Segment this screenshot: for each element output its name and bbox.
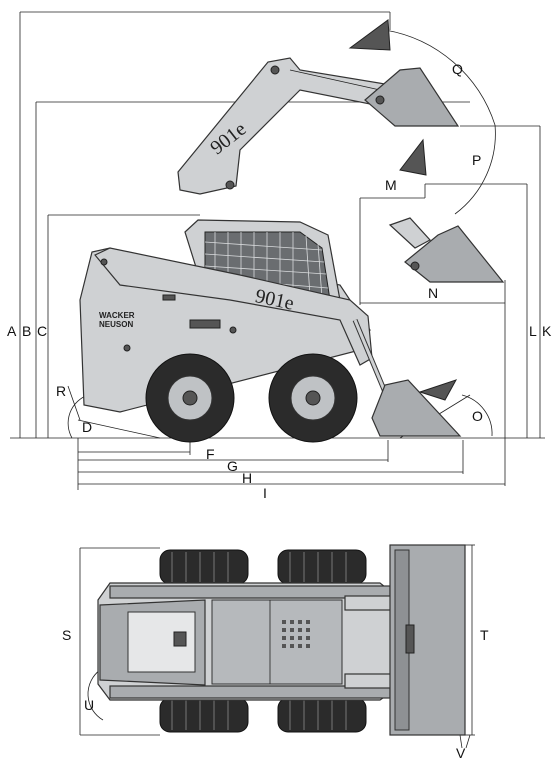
mid-bucket [399, 138, 427, 176]
side-dimension-label-group: A B C L K R D F G H I O M N P Q [7, 61, 552, 501]
dim-label-B: B [22, 323, 31, 339]
dim-label-A: A [7, 323, 17, 339]
dim-label-C: C [37, 323, 47, 339]
dim-label-F: F [206, 446, 215, 462]
dim-label-T: T [480, 627, 489, 643]
dim-label-P: P [472, 152, 481, 168]
brand-neuson: NEUSON [99, 320, 133, 329]
dim-label-R: R [56, 383, 66, 399]
dim-label-V: V [456, 745, 466, 761]
dim-label-Q: Q [452, 61, 463, 77]
dump-bucket [388, 217, 505, 283]
dim-label-H: H [242, 470, 252, 486]
machine-top-view [97, 544, 466, 736]
top-dimension-lines [79, 544, 475, 749]
dim-label-N: N [428, 285, 438, 301]
dim-label-S: S [62, 627, 71, 643]
dim-label-O: O [472, 408, 483, 424]
dim-label-I: I [263, 485, 267, 501]
top-view-label-group: S T U V [62, 627, 489, 761]
dim-label-K: K [542, 323, 552, 339]
raised-boom: 901e [177, 57, 393, 195]
raised-bucket-top [348, 19, 460, 127]
machine-side-view: 901e WACKER NEUSON [79, 219, 462, 443]
dim-label-D: D [82, 419, 92, 435]
dim-label-M: M [385, 177, 397, 193]
dim-label-U: U [84, 697, 94, 713]
dim-label-G: G [227, 458, 238, 474]
brand-wacker: WACKER [99, 311, 135, 320]
dim-label-L: L [529, 323, 537, 339]
